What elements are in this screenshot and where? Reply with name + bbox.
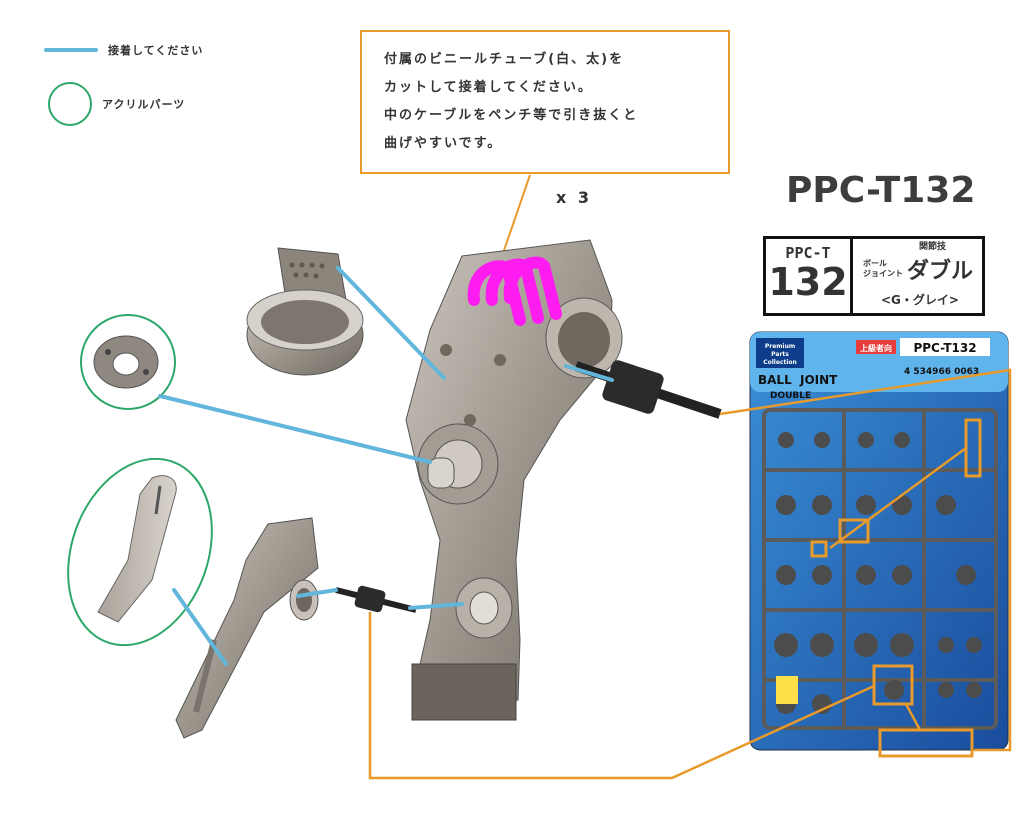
- tube-count-label: x 3: [556, 188, 593, 207]
- glue-line-washer: [158, 394, 432, 464]
- note-line-1: 付属のビニールチューブ(白、太)を: [384, 52, 625, 67]
- acrylic-circle-swatch: [48, 82, 92, 126]
- badge-code-block: PPC-T 132: [766, 239, 853, 313]
- glue-line-swatch: [44, 48, 98, 52]
- glue-line-ring: [336, 266, 446, 380]
- legend-glue: 接着してください: [44, 38, 203, 62]
- instruction-note: 付属のビニールチューブ(白、太)を カットして接着してください。 中のケーブルを…: [360, 30, 730, 174]
- legend-glue-label: 接着してください: [108, 44, 204, 57]
- note-line-4: 曲げやすいです。: [384, 136, 503, 151]
- ring-part: [246, 247, 364, 376]
- washer-part: [80, 314, 176, 410]
- glue-lines: [158, 266, 614, 666]
- product-code-title: PPC-T132: [786, 170, 976, 211]
- product-badge: PPC-T 132 関節技 ボール ジョイント ダブル <G・グレイ>: [763, 236, 985, 316]
- pkg-code: PPC-T132: [913, 341, 976, 355]
- badge-name: ダブル: [907, 259, 974, 284]
- badge-category: 関節技: [919, 242, 947, 252]
- parts-package: Premium Parts Collection 上級者向 PPC-T132 B…: [749, 331, 1009, 751]
- badge-code: PPC-T: [785, 244, 831, 262]
- pkg-brand-2: Parts: [771, 351, 789, 358]
- badge-prefix-bottom: ジョイント: [863, 269, 903, 278]
- pkg-title-3: DOUBLE: [770, 391, 811, 401]
- glue-line-lower: [408, 602, 464, 610]
- legend-acrylic: アクリルパーツ: [44, 82, 203, 126]
- note-callout-line: [499, 174, 531, 263]
- glue-line-arm: [172, 588, 228, 666]
- pkg-brand-3: Collection: [763, 359, 797, 366]
- glue-line-upper: [564, 364, 614, 382]
- badge-prefix-top: ボール: [863, 259, 887, 268]
- highlight-box-2: [838, 518, 870, 544]
- main-body-part: [405, 239, 623, 721]
- badge-number: 132: [768, 260, 848, 304]
- pkg-barcode: 4 534966 0063: [904, 367, 979, 377]
- badge-subtitle: <G・グレイ>: [881, 293, 959, 307]
- lever-part: [175, 517, 319, 739]
- pkg-level-badge: 上級者向: [860, 343, 892, 353]
- badge-name-block: 関節技 ボール ジョイント ダブル <G・グレイ>: [853, 239, 982, 313]
- pkg-brand-1: Premium: [765, 343, 795, 350]
- legend-acrylic-label: アクリルパーツ: [102, 98, 186, 111]
- lower-cable: [335, 585, 417, 613]
- package-callout-lines: [368, 368, 1012, 780]
- legend: 接着してください アクリルパーツ: [44, 38, 203, 126]
- note-line-3: 中のケーブルをペンチ等で引き抜くと: [384, 108, 639, 123]
- upper-cable: [574, 360, 722, 419]
- note-line-2: カットして接着してください。: [384, 80, 593, 95]
- highlight-box-5: [878, 728, 974, 758]
- pkg-title-2: JOINT: [799, 373, 838, 387]
- glue-line-lever: [296, 588, 338, 598]
- arm-acrylic-part: [67, 457, 213, 647]
- pkg-title-1: BALL: [758, 373, 792, 387]
- highlight-box-4: [872, 664, 914, 706]
- highlight-box-3: [810, 540, 828, 558]
